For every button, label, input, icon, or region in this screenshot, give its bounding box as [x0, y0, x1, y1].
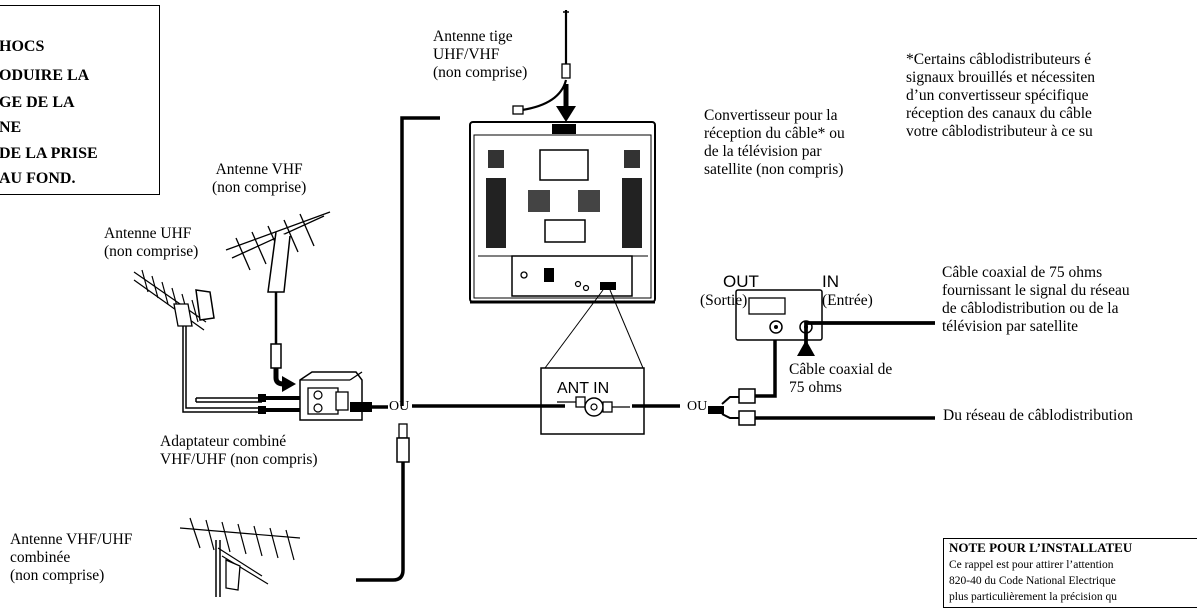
vhf-antenna-label: Antenne VHF (non comprise) [212, 161, 307, 196]
ant-in-connector [557, 396, 630, 417]
installer-note-box: NOTE POUR L’INSTALLATEU Ce rappel est po… [943, 538, 1197, 608]
combiner-label: Adaptateur combiné VHF/UHF (non compris) [160, 433, 318, 468]
combo-antenna-icon [179, 517, 301, 597]
combiner-adapter-icon [258, 371, 372, 421]
or-label-left: OU [389, 399, 410, 414]
out-port-sublabel: (Sortie) [700, 292, 748, 309]
warning-line: NE [0, 119, 22, 136]
ant-in-label: ANT IN [557, 380, 610, 397]
coax-cable-label: Câble coaxial de 75 ohms [789, 361, 893, 396]
combo-antenna-label: Antenne VHF/UHF combinée (non comprise) [10, 531, 133, 584]
cable-note-text: *Certains câblodistributeurs é signaux b… [906, 51, 1095, 140]
converter-label: Convertisseur pour la réception du câble… [704, 107, 845, 178]
warning-line: HOCS [0, 38, 45, 55]
warning-line: AU FOND. [0, 170, 76, 187]
converter-box-icon [735, 289, 823, 341]
installer-note-line: plus particulièrement la précision qu [949, 591, 1117, 603]
warning-line: DE LA PRISE [0, 145, 98, 162]
out-port-label: OUT [723, 272, 759, 291]
vhf-antenna-icon [225, 211, 331, 392]
tv-rear-icon [469, 121, 656, 304]
cable-network-label: Du réseau de câblodistribution [943, 407, 1133, 424]
warning-box: HOCS ODUIRE LA GE DE LA NE DE LA PRISE A… [0, 5, 160, 195]
installer-note-line: Ce rappel est pour attirer l’attention [949, 559, 1114, 571]
rod-antenna-label: Antenne tige UHF/VHF (non comprise) [433, 28, 528, 81]
in-port-label: IN [822, 272, 839, 291]
uhf-antenna-icon [133, 269, 262, 413]
uhf-antenna-label: Antenne UHF (non comprise) [104, 225, 199, 260]
signal-cable-label: Câble coaxial de 75 ohms fournissant le … [942, 264, 1130, 335]
warning-line: GE DE LA [0, 94, 75, 111]
installer-note-line: 820-40 du Code National Electrique [949, 575, 1116, 587]
or-label-right: OU [687, 399, 708, 414]
warning-line: ODUIRE LA [0, 67, 90, 84]
rod-antenna-icon [512, 10, 571, 115]
installer-note-title: NOTE POUR L’INSTALLATEU [949, 540, 1133, 555]
in-port-sublabel: (Entrée) [822, 292, 873, 309]
